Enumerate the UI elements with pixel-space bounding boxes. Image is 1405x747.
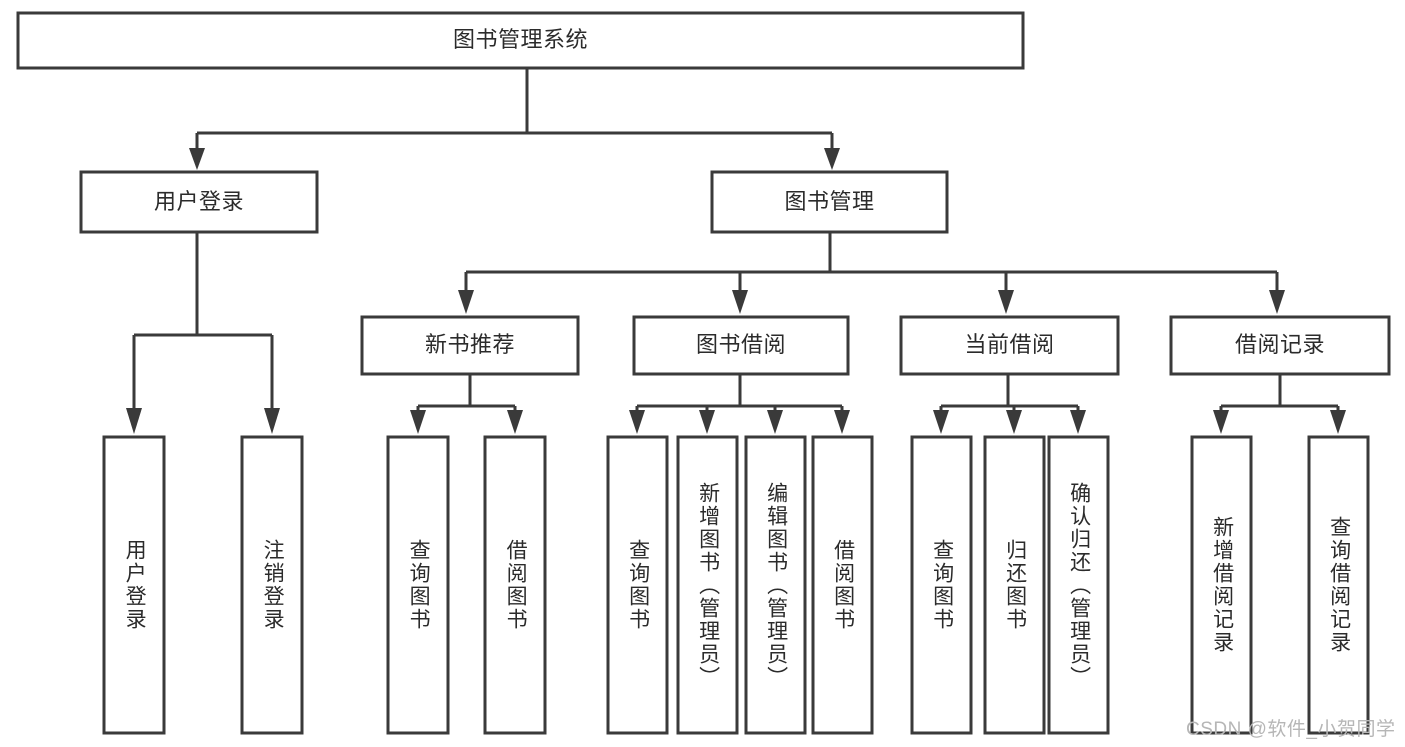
box-leaf-user-login[interactable] — [102, 435, 166, 735]
arrow-to-leaf-user-login — [126, 408, 142, 434]
box-leaf-edit-book-admin[interactable] — [744, 435, 807, 735]
box-leaf-confirm-return-admin[interactable] — [1047, 435, 1110, 735]
box-leaf-query-book-borrow[interactable] — [606, 435, 669, 735]
box-leaf-borrow-book-recommend[interactable] — [483, 435, 547, 735]
arrow-to-leaf-query-book-recommend — [410, 410, 426, 434]
arrow-to-leaf-add-borrow-record — [1213, 410, 1229, 434]
box-new-book-recommend[interactable] — [360, 315, 580, 376]
box-leaf-query-borrow-record[interactable] — [1307, 435, 1370, 735]
box-current-borrow[interactable] — [899, 315, 1120, 376]
arrow-to-book-borrow — [732, 290, 748, 314]
arrow-to-leaf-query-borrow-record — [1330, 410, 1346, 434]
csdn-watermark: CSDN @软件_小贺同学 — [1186, 719, 1396, 740]
box-book-management[interactable] — [710, 170, 949, 234]
arrow-to-book-management — [824, 148, 840, 170]
box-leaf-borrow-book[interactable] — [811, 435, 874, 735]
arrow-to-user-login — [189, 148, 205, 170]
box-leaf-add-book-admin[interactable] — [676, 435, 739, 735]
box-leaf-user-logout[interactable] — [240, 435, 304, 735]
box-borrow-record[interactable] — [1169, 315, 1391, 376]
box-leaf-add-borrow-record[interactable] — [1190, 435, 1253, 735]
box-book-borrow[interactable] — [632, 315, 850, 376]
node-boxes — [16, 11, 1391, 735]
box-leaf-query-book-current[interactable] — [910, 435, 973, 735]
arrow-to-leaf-query-book-borrow — [629, 410, 645, 434]
box-leaf-query-book-recommend[interactable] — [386, 435, 450, 735]
arrow-to-leaf-edit-book-admin — [767, 410, 783, 434]
arrow-to-leaf-borrow-book-recommend — [507, 410, 523, 434]
arrow-to-borrow-record — [1269, 290, 1285, 314]
box-root[interactable] — [16, 11, 1025, 70]
arrow-to-leaf-return-book — [1006, 410, 1022, 434]
arrow-to-leaf-query-book-current — [933, 410, 949, 434]
arrow-to-current-borrow — [998, 290, 1014, 314]
arrow-to-leaf-borrow-book — [834, 410, 850, 434]
box-user-login[interactable] — [79, 170, 319, 234]
box-leaf-return-book[interactable] — [983, 435, 1046, 735]
arrow-to-leaf-add-book-admin — [699, 410, 715, 434]
arrow-to-leaf-user-logout — [264, 408, 280, 434]
arrow-to-leaf-confirm-return-admin — [1070, 410, 1086, 434]
connectors — [126, 68, 1346, 434]
arrow-to-new-book-recommend — [458, 290, 474, 314]
